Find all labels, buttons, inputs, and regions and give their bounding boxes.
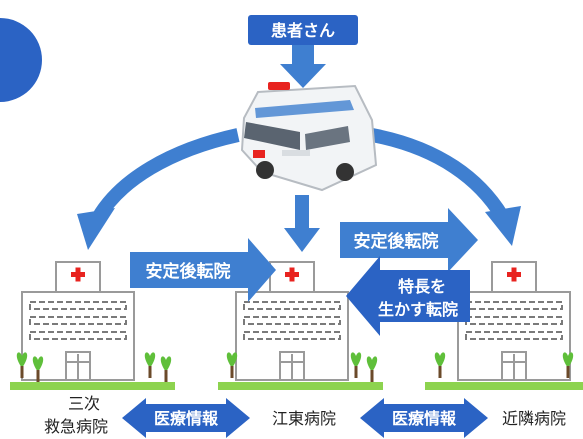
patient-arrow-head [280, 64, 326, 88]
ground-right [425, 382, 583, 390]
feature-transfer-label-line1: 特長を [398, 277, 446, 296]
tertiary-hospital-label-line1: 三次 [68, 394, 100, 413]
arrow-head-tertiary [77, 208, 115, 250]
ambulance-icon [240, 82, 378, 192]
koto-hospital-label: 江東病院 [272, 409, 336, 428]
transfer-label-2: 安定後転院 [354, 231, 439, 252]
feature-transfer-arrow [346, 256, 470, 336]
transfer-label-1: 安定後転院 [146, 261, 231, 282]
medical-info-label-right: 医療情報 [392, 409, 457, 428]
arrow-head-koto [284, 228, 320, 252]
arrow-to-nearby [370, 128, 508, 220]
transfer-arrow-2 [340, 208, 478, 272]
feature-transfer-label-line2: 生かす転院 [378, 300, 458, 319]
arrow-head-nearby [485, 206, 521, 246]
patient-arrow-shaft [292, 45, 314, 65]
ground-left [10, 382, 175, 390]
medical-info-arrow-left [122, 398, 250, 438]
medical-info-label-left: 医療情報 [154, 409, 219, 428]
tertiary-hospital-label-line2: 救急病院 [44, 417, 108, 436]
ground-center [218, 382, 383, 390]
patient-label: 患者さん [271, 21, 335, 40]
medical-info-arrow-right [360, 398, 488, 438]
dispatch-arrows [91, 128, 508, 230]
patient-box [248, 15, 358, 45]
nearby-hospital-label: 近隣病院 [502, 409, 566, 428]
transfer-arrow-1 [130, 238, 276, 302]
arrow-to-tertiary [91, 128, 240, 222]
corner-circle [0, 18, 42, 102]
hospital-building-nearby [457, 261, 571, 381]
